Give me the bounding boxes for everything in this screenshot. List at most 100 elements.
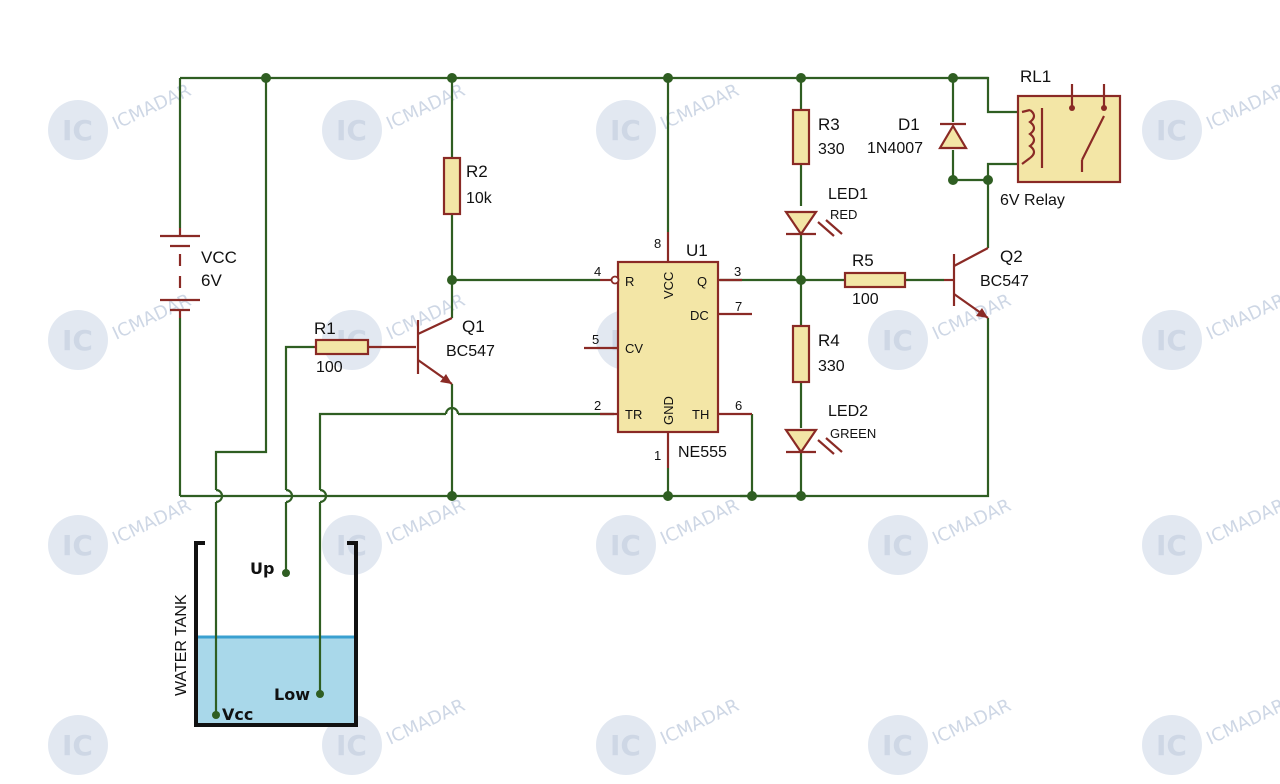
r5-label: R5 xyxy=(852,251,874,270)
svg-text:IC: IC xyxy=(1156,114,1187,147)
svg-text:ICMADAR: ICMADAR xyxy=(657,80,742,135)
resistor-r3: R3 330 xyxy=(791,108,845,166)
rl1-label: RL1 xyxy=(1020,67,1051,86)
resistor-r2: R2 10k xyxy=(442,156,493,216)
low-probe-wire xyxy=(318,412,614,490)
svg-text:IC: IC xyxy=(1156,729,1187,762)
svg-text:ICMADAR: ICMADAR xyxy=(1203,495,1280,550)
transistor-q1: Q1 BC547 xyxy=(416,317,495,385)
svg-text:ICMADAR: ICMADAR xyxy=(109,80,194,135)
svg-text:ICMADAR: ICMADAR xyxy=(657,695,742,750)
pin-tr-label: TR xyxy=(625,407,642,422)
svg-text:IC: IC xyxy=(336,729,367,762)
led-1-red: LED1 RED xyxy=(783,186,868,237)
r3-label: R3 xyxy=(818,115,840,134)
pin-cv-label: CV xyxy=(625,341,643,356)
r3-value: 330 xyxy=(818,141,845,158)
tank-walls xyxy=(194,541,358,727)
d1-value: 1N4007 xyxy=(867,140,923,157)
probe-vcc-label: Vcc xyxy=(222,705,253,724)
r5-value: 100 xyxy=(852,291,879,308)
d1-label: D1 xyxy=(898,115,920,134)
led2-label: LED2 xyxy=(828,403,868,420)
svg-text:IC: IC xyxy=(610,729,641,762)
svg-text:IC: IC xyxy=(62,529,93,562)
vcc-value: 6V xyxy=(201,271,222,290)
probe-up-label: Up xyxy=(250,559,274,578)
u1-part: NE555 xyxy=(678,444,727,461)
up-probe-wire xyxy=(284,345,314,573)
tank-label: WATER TANK xyxy=(173,594,190,696)
pin-6-number: 6 xyxy=(735,398,742,413)
svg-text:ICMADAR: ICMADAR xyxy=(109,495,194,550)
svg-text:ICMADAR: ICMADAR xyxy=(383,290,468,345)
u1-label: U1 xyxy=(686,241,708,260)
svg-text:IC: IC xyxy=(336,114,367,147)
r1-value: 100 xyxy=(316,359,343,376)
wires xyxy=(178,76,1022,715)
pin-dc-label: DC xyxy=(690,308,709,323)
svg-text:ICMADAR: ICMADAR xyxy=(1203,290,1280,345)
svg-text:IC: IC xyxy=(610,529,641,562)
svg-text:ICMADAR: ICMADAR xyxy=(929,495,1014,550)
svg-text:IC: IC xyxy=(610,114,641,147)
led2-color: GREEN xyxy=(830,426,876,441)
svg-text:IC: IC xyxy=(1156,529,1187,562)
svg-text:IC: IC xyxy=(62,729,93,762)
pin-8-number: 8 xyxy=(654,236,661,251)
r1-label: R1 xyxy=(314,319,336,338)
vcc-label: VCC xyxy=(201,248,237,267)
svg-text:ICMADAR: ICMADAR xyxy=(109,290,194,345)
vcc-probe-wire xyxy=(214,78,268,715)
led-2-green: LED2 GREEN xyxy=(783,403,876,455)
water-fill xyxy=(196,637,356,725)
q2-value: BC547 xyxy=(980,273,1029,290)
pin-th-label: TH xyxy=(692,407,709,422)
svg-text:IC: IC xyxy=(1156,324,1187,357)
r2-value: 10k xyxy=(466,190,493,207)
svg-text:IC: IC xyxy=(62,324,93,357)
svg-text:ICMADAR: ICMADAR xyxy=(383,80,468,135)
resistor-r1: R1 100 xyxy=(314,319,416,376)
svg-text:ICMADAR: ICMADAR xyxy=(929,695,1014,750)
probe-low-label: Low xyxy=(274,685,310,704)
r2-label: R2 xyxy=(466,162,488,181)
pin-q-label: Q xyxy=(697,274,707,289)
pin-1-number: 1 xyxy=(654,448,661,463)
rl1-value: 6V Relay xyxy=(1000,192,1065,209)
pin-vcc-label: VCC xyxy=(661,272,676,299)
svg-text:IC: IC xyxy=(62,114,93,147)
svg-text:ICMADAR: ICMADAR xyxy=(383,695,468,750)
r4-label: R4 xyxy=(818,331,840,350)
svg-text:IC: IC xyxy=(882,529,913,562)
svg-text:IC: IC xyxy=(336,529,367,562)
svg-text:ICMADAR: ICMADAR xyxy=(383,495,468,550)
battery-vcc: VCC 6V xyxy=(160,228,237,318)
pin-r-label: R xyxy=(625,274,634,289)
transistor-q2: Q2 BC547 xyxy=(944,247,1029,319)
svg-text:IC: IC xyxy=(882,729,913,762)
pin-3-number: 3 xyxy=(734,264,741,279)
resistor-r4: R4 330 xyxy=(791,324,845,384)
svg-text:ICMADAR: ICMADAR xyxy=(929,290,1014,345)
ic-ne555: 4 3 7 5 2 6 8 1 R Q DC CV TR TH VCC GND … xyxy=(584,232,752,468)
q2-label: Q2 xyxy=(1000,247,1023,266)
svg-text:ICMADAR: ICMADAR xyxy=(1203,80,1280,135)
pin-2-number: 2 xyxy=(594,398,601,413)
resistor-r5: R5 100 xyxy=(843,251,907,308)
pin-5-number: 5 xyxy=(592,332,599,347)
led1-label: LED1 xyxy=(828,186,868,203)
q1-label: Q1 xyxy=(462,317,485,336)
pin-7-number: 7 xyxy=(735,299,742,314)
water-tank: WATER TANK xyxy=(173,541,358,727)
junctions xyxy=(212,73,993,719)
led1-color: RED xyxy=(830,207,857,222)
svg-text:ICMADAR: ICMADAR xyxy=(657,495,742,550)
r4-value: 330 xyxy=(818,358,845,375)
pin-gnd-label: GND xyxy=(661,396,676,425)
svg-text:ICMADAR: ICMADAR xyxy=(1203,695,1280,750)
diode-d1: D1 1N4007 xyxy=(867,115,968,157)
q1-value: BC547 xyxy=(446,343,495,360)
